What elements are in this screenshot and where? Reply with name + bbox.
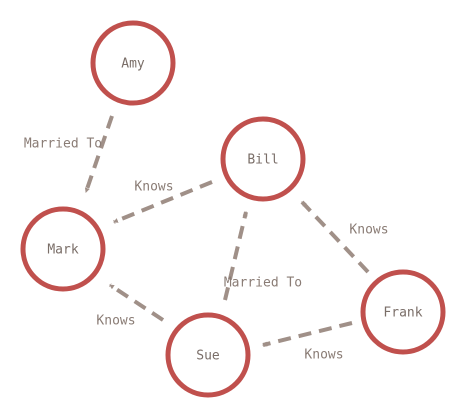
node-label-sue: Sue xyxy=(196,349,220,364)
edge-frank-bill: Knows xyxy=(300,200,389,274)
node-label-mark: Mark xyxy=(47,243,78,258)
node-bill[interactable]: Bill xyxy=(220,116,306,202)
edge-label-bill-mark: Knows xyxy=(134,180,173,195)
edge-sue-bill: Married To xyxy=(223,211,302,301)
node-label-amy: Amy xyxy=(121,57,145,72)
edge-frank-sue: Knows xyxy=(262,321,353,363)
edge-line-amy-mark xyxy=(84,115,114,193)
edge-label-sue-mark: Knows xyxy=(96,314,135,329)
node-circle-amy xyxy=(90,20,176,106)
edge-line-frank-sue xyxy=(262,321,353,347)
node-sue[interactable]: Sue xyxy=(165,312,251,398)
edge-bill-mark: Knows xyxy=(113,180,213,224)
edge-line-frank-bill xyxy=(300,200,370,274)
node-label-bill: Bill xyxy=(247,153,278,168)
edge-label-frank-bill: Knows xyxy=(349,223,388,238)
node-circle-frank xyxy=(360,269,446,355)
edge-line-bill-mark xyxy=(113,180,213,224)
edge-sue-mark: Knows xyxy=(96,283,165,329)
node-circle-bill xyxy=(220,116,306,202)
edge-label-sue-bill: Married To xyxy=(224,276,302,291)
edge-label-frank-sue: Knows xyxy=(304,348,343,363)
node-amy[interactable]: Amy xyxy=(90,20,176,106)
edge-line-sue-mark xyxy=(108,283,165,322)
edge-label-amy-mark: Married To xyxy=(24,137,102,152)
edge-amy-mark: Married To xyxy=(24,115,114,193)
node-frank[interactable]: Frank xyxy=(360,269,446,355)
edge-line-sue-bill xyxy=(223,211,248,301)
node-circle-mark xyxy=(20,206,106,292)
node-mark[interactable]: Mark xyxy=(20,206,106,292)
node-circle-sue xyxy=(165,312,251,398)
node-label-frank: Frank xyxy=(383,306,422,321)
